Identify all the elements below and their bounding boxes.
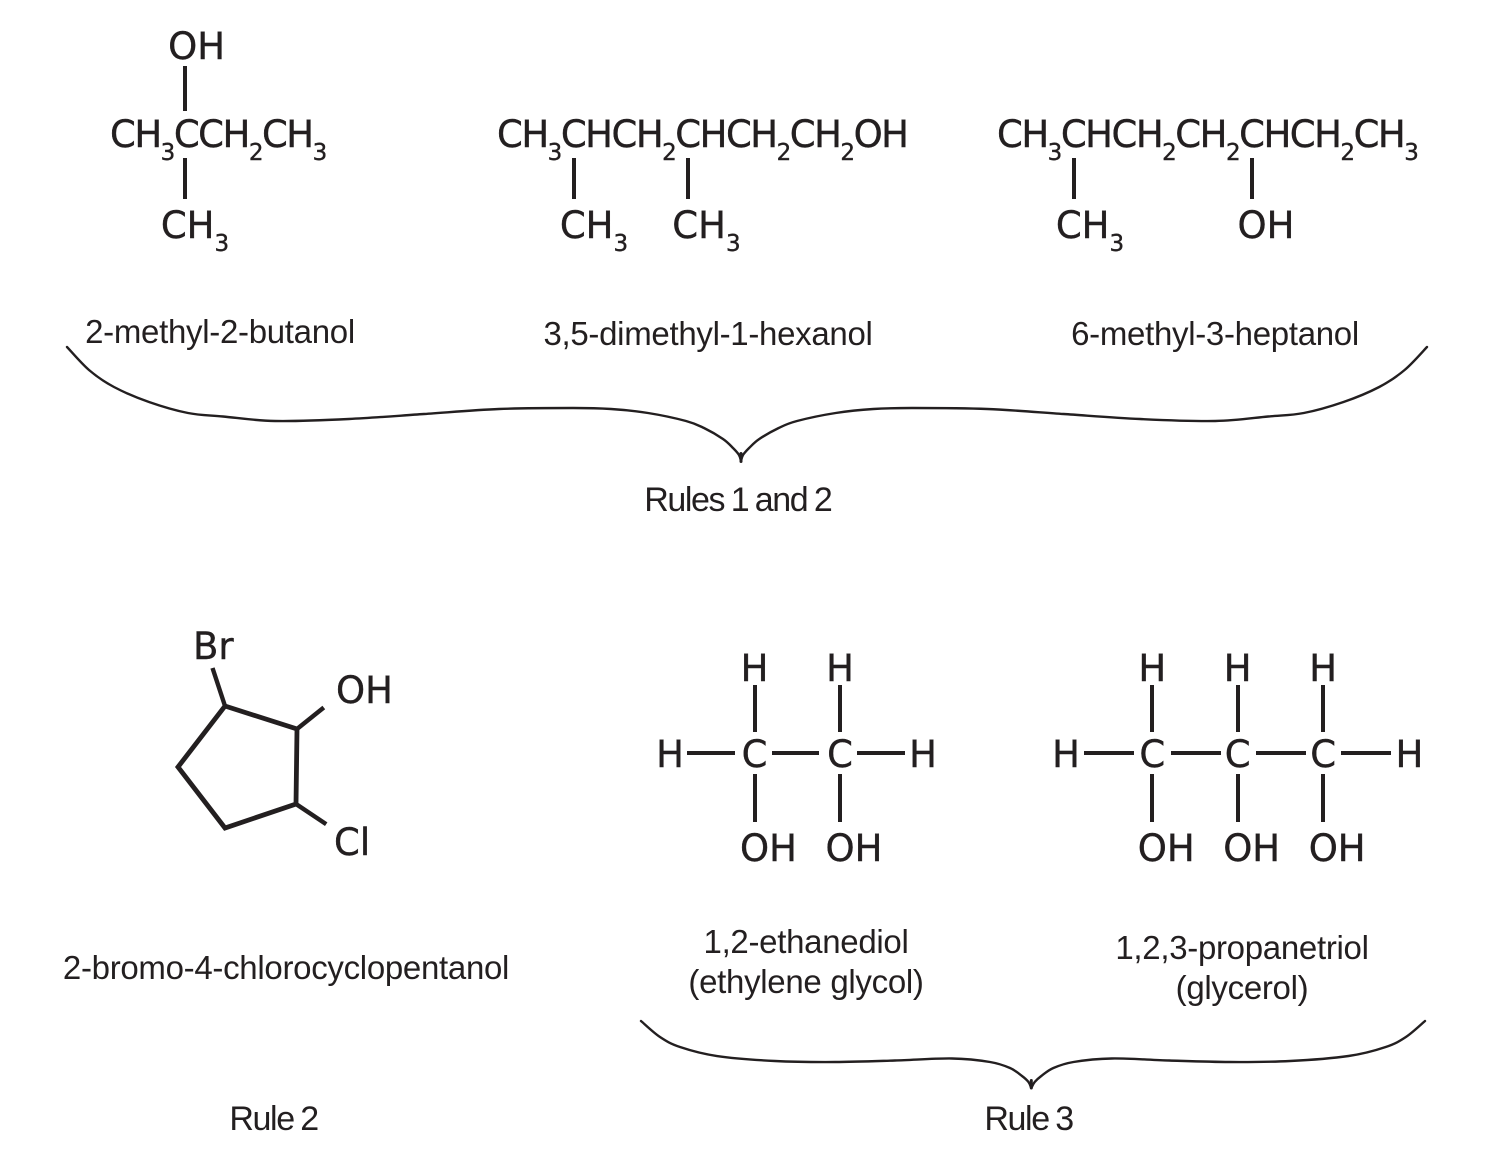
name-label-propanetriol: 1,2,3-propanetriol(glycerol) <box>1115 929 1369 1006</box>
hydroxyl-group-label: OH <box>1223 826 1281 870</box>
bond-vertical <box>182 158 187 199</box>
methyl-group-label: CH3 <box>559 204 629 258</box>
bond-horizontal <box>1083 751 1134 755</box>
brace-left-half <box>639 1019 1033 1089</box>
condensed-formula: CH3CHCH2CH2CHCH2CH3 <box>997 112 1419 166</box>
bond-ring-oh <box>295 705 326 731</box>
bond-vertical <box>686 158 691 199</box>
bond-vertical <box>182 66 187 111</box>
brace-rule-3 <box>639 1019 1427 1090</box>
name-label-heptanol: 6-methyl-3-heptanol <box>1071 315 1359 353</box>
bond-vertical <box>838 685 842 732</box>
bond-vertical <box>1235 774 1240 822</box>
bond-vertical <box>1150 685 1155 732</box>
bond-horizontal <box>857 751 905 755</box>
bond-vertical <box>752 774 757 822</box>
bond-horizontal <box>1255 751 1306 755</box>
cyclopentane-ring <box>174 667 328 831</box>
bond-vertical <box>1250 158 1255 199</box>
h-atom: H <box>1138 646 1167 690</box>
name-label-ethanediol: 1,2-ethanediol(ethylene glycol) <box>688 923 924 1000</box>
bond-horizontal <box>687 751 735 755</box>
bromo-label: Br <box>193 625 234 669</box>
bond-vertical <box>1321 685 1326 732</box>
brace-right-half <box>739 345 1429 463</box>
bond-vertical <box>1150 774 1155 822</box>
h-atom: H <box>1223 646 1252 690</box>
brace-rules-1-and-2 <box>65 345 1429 463</box>
h-atom: H <box>1052 732 1080 776</box>
chloro-label: Cl <box>334 821 371 865</box>
h-atom: H <box>826 646 854 690</box>
brace-right-half <box>1030 1019 1427 1089</box>
c-atom: C <box>1224 732 1251 776</box>
methyl-group-label: CH3 <box>1055 204 1125 258</box>
c-atom: C <box>1310 732 1337 776</box>
rule-2-label: Rule 2 <box>229 1099 319 1138</box>
h-atom: H <box>740 646 769 690</box>
condensed-formula: CH3CHCH2CHCH2CH2OH <box>497 112 909 166</box>
bond-vertical <box>571 158 576 199</box>
rules-1-and-2-label: Rules 1 and 2 <box>644 480 833 519</box>
h-atom: H <box>1395 732 1424 776</box>
c-atom: C <box>741 732 768 776</box>
name-label-butanol: 2-methyl-2-butanol <box>85 313 355 351</box>
bond-ring-cl <box>294 802 328 827</box>
bond-horizontal <box>1341 751 1392 755</box>
bond-ring-br <box>210 667 228 707</box>
bond-horizontal <box>1170 751 1221 755</box>
hydroxyl-group-label: OH <box>1308 826 1366 870</box>
name-label-hexanol: 3,5-dimethyl-1-hexanol <box>543 315 873 353</box>
bond-vertical <box>1235 685 1240 732</box>
rule-3-label: Rule 3 <box>984 1099 1074 1138</box>
condensed-formula: CH3CCH2CH3 <box>110 112 328 166</box>
bond-vertical <box>752 685 757 732</box>
methyl-group-label: CH3 <box>672 204 741 258</box>
bond-vertical <box>1321 774 1326 822</box>
h-atom: H <box>656 732 684 776</box>
h-atom: H <box>909 732 937 776</box>
ring-skeleton <box>174 703 300 831</box>
hydroxyl-label: OH <box>336 668 393 712</box>
hydroxyl-group-label: OH <box>1237 204 1295 248</box>
oh-text: OH <box>168 24 226 68</box>
c-atom: C <box>1139 732 1166 776</box>
name-label-cyclopentanol: 2-bromo-4-chlorocyclopentanol <box>62 948 510 986</box>
hydroxyl-group-label: OH <box>740 826 797 870</box>
h-atom: H <box>1309 646 1338 690</box>
bond-vertical <box>838 774 842 822</box>
methyl-group-label: CH3 <box>160 204 230 258</box>
bond-horizontal <box>772 751 819 755</box>
c-atom: C <box>827 732 853 776</box>
bond-vertical <box>1071 158 1076 199</box>
hydroxyl-group-label: OH <box>825 826 883 870</box>
hydroxyl-group-label: OH <box>168 24 226 68</box>
brace-left-half <box>65 345 743 463</box>
hydroxyl-group-label: OH <box>1137 826 1195 870</box>
